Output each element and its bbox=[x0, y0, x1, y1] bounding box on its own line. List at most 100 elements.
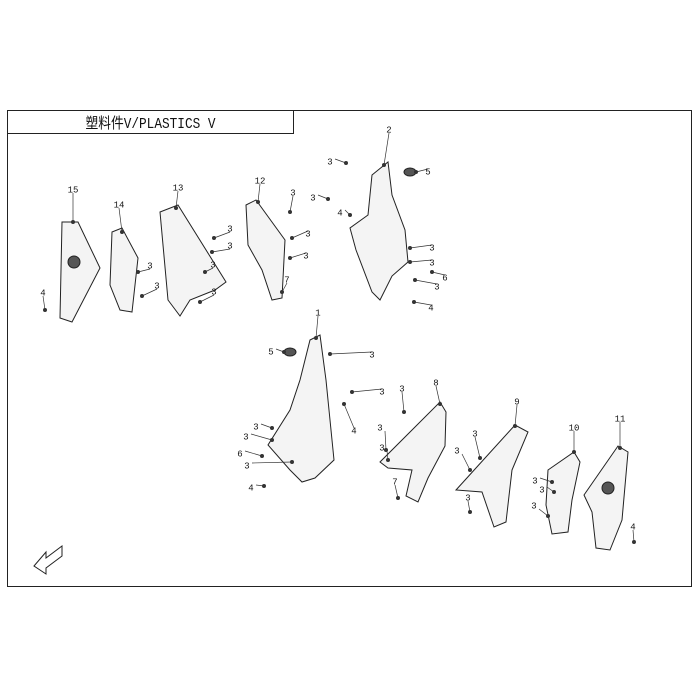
fastener-icon bbox=[550, 480, 554, 484]
callout-11: 11 bbox=[615, 414, 626, 450]
callout-number: 3 bbox=[472, 429, 477, 439]
callout-number: 13 bbox=[173, 183, 184, 193]
callout-15: 15 bbox=[68, 185, 79, 224]
callout-4: 4 bbox=[337, 208, 352, 218]
fastener-icon bbox=[210, 250, 214, 254]
leader-line bbox=[343, 403, 355, 429]
leader-line bbox=[461, 453, 471, 471]
callout-3: 3 bbox=[399, 384, 406, 414]
callout-number: 4 bbox=[248, 483, 253, 493]
callout-number: 3 bbox=[154, 281, 159, 291]
callout-number: 7 bbox=[284, 275, 289, 285]
callout-number: 3 bbox=[434, 282, 439, 292]
callout-14: 14 bbox=[114, 200, 124, 234]
callout-3: 3 bbox=[203, 260, 216, 274]
diagram-frame bbox=[7, 110, 692, 587]
fastener-icon bbox=[288, 256, 292, 260]
callout-4: 4 bbox=[248, 483, 266, 493]
leader-line bbox=[291, 230, 309, 239]
callout-3: 3 bbox=[310, 193, 330, 203]
fastener-icon bbox=[408, 260, 412, 264]
callout-number: 3 bbox=[379, 443, 384, 453]
leader-line bbox=[394, 484, 399, 499]
callout-10: 10 bbox=[569, 423, 580, 454]
callout-number: 15 bbox=[68, 185, 79, 195]
callout-number: 3 bbox=[532, 476, 537, 486]
callout-5: 5 bbox=[414, 167, 431, 177]
callout-number: 4 bbox=[337, 208, 342, 218]
fastener-icon bbox=[350, 390, 354, 394]
callout-number: 6 bbox=[442, 273, 447, 283]
leader-line bbox=[244, 450, 263, 457]
fastener-icon bbox=[43, 308, 47, 312]
fastener-icon bbox=[386, 458, 390, 462]
leader-line bbox=[199, 294, 215, 303]
fastener-icon bbox=[212, 236, 216, 240]
callout-number: 3 bbox=[210, 260, 215, 270]
fastener-icon bbox=[348, 213, 352, 217]
leader-line bbox=[213, 231, 231, 239]
leader-line bbox=[351, 388, 383, 393]
callout-number: 3 bbox=[379, 387, 384, 397]
callout-3: 3 bbox=[465, 493, 472, 514]
fastener-icon bbox=[438, 402, 442, 406]
part-1-cover bbox=[267, 334, 335, 483]
callout-12: 12 bbox=[255, 176, 265, 204]
callout-4: 4 bbox=[40, 288, 47, 312]
callout-number: 3 bbox=[227, 241, 232, 251]
callout-number: 4 bbox=[40, 288, 45, 298]
leader-line bbox=[315, 315, 319, 339]
fastener-icon bbox=[430, 270, 434, 274]
callout-number: 3 bbox=[531, 501, 536, 511]
fastener-icon bbox=[478, 456, 482, 460]
fastener-icon bbox=[468, 468, 472, 472]
fastener-icon bbox=[396, 496, 400, 500]
callout-number: 9 bbox=[514, 397, 519, 407]
callout-number: 3 bbox=[377, 423, 382, 433]
callout-number: 3 bbox=[429, 258, 434, 268]
callout-3: 3 bbox=[379, 443, 390, 462]
callout-number: 11 bbox=[615, 414, 626, 424]
leader-line bbox=[141, 288, 158, 297]
callout-7: 7 bbox=[280, 275, 290, 294]
fastener-icon bbox=[270, 426, 274, 430]
part-11-side-panel bbox=[583, 445, 629, 551]
callout-4: 4 bbox=[412, 300, 434, 313]
callout-number: 3 bbox=[310, 193, 315, 203]
fastener-icon bbox=[402, 410, 406, 414]
leader-line bbox=[257, 183, 261, 203]
fastener-icon bbox=[282, 350, 286, 354]
callout-number: 7 bbox=[392, 477, 397, 487]
fastener-icon bbox=[198, 300, 202, 304]
leader-line bbox=[632, 529, 635, 543]
fastener-icon bbox=[618, 446, 622, 450]
callout-4: 4 bbox=[630, 522, 636, 544]
callout-number: 3 bbox=[539, 485, 544, 495]
leader-line bbox=[250, 433, 273, 441]
leader-line bbox=[401, 391, 405, 413]
leader-line bbox=[137, 268, 151, 273]
fastener-icon bbox=[414, 170, 418, 174]
leader-line bbox=[118, 207, 123, 233]
callout-1: 1 bbox=[314, 308, 321, 340]
callout-number: 3 bbox=[465, 493, 470, 503]
fastener-icon bbox=[326, 197, 330, 201]
part-8-frame bbox=[379, 401, 447, 503]
callout-3: 3 bbox=[327, 157, 348, 167]
leader-line bbox=[431, 271, 446, 276]
part-2-cover bbox=[349, 161, 409, 301]
fastener-icon bbox=[290, 460, 294, 464]
callout-number: 6 bbox=[237, 449, 242, 459]
callout-number: 2 bbox=[386, 125, 391, 135]
callout-number: 3 bbox=[253, 422, 258, 432]
callout-3: 3 bbox=[288, 251, 309, 261]
leader-line bbox=[414, 279, 438, 285]
fastener-icon bbox=[140, 294, 144, 298]
callout-number: 10 bbox=[569, 423, 580, 433]
fastener-icon bbox=[260, 454, 264, 458]
leader-line bbox=[435, 385, 441, 405]
callout-number: 5 bbox=[425, 167, 430, 177]
callout-number: 3 bbox=[303, 251, 308, 261]
callout-number: 3 bbox=[399, 384, 404, 394]
